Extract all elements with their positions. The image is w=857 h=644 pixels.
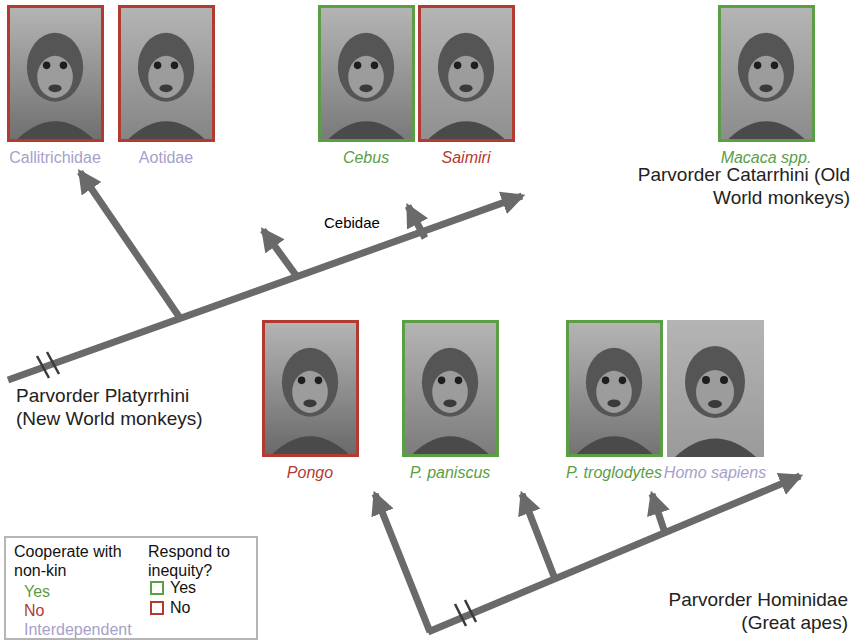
photo-placeholder — [10, 8, 101, 139]
legend-swatch — [150, 601, 164, 615]
taxon-label: P. paniscus — [402, 463, 499, 482]
taxon-label: Callitrichidae — [5, 148, 105, 167]
photo-frame — [402, 320, 499, 457]
species-photo-box: Callitrichidae — [5, 5, 105, 167]
photo-placeholder — [121, 8, 212, 139]
legend-swatch: No — [24, 601, 44, 620]
taxon-label: P. troglodytes — [562, 463, 666, 482]
legend-text: Interdependent — [24, 621, 132, 638]
photo-frame — [7, 5, 104, 142]
parvorder-label: Parvorder Catarrhini (Old World monkeys) — [630, 163, 850, 209]
photo-placeholder — [667, 320, 764, 457]
branch — [408, 206, 425, 238]
photo-frame — [667, 320, 764, 457]
branch — [263, 230, 298, 278]
taxon-label: Pongo — [262, 463, 359, 482]
photo-placeholder — [265, 323, 356, 454]
species-photo-box: Saimiri — [418, 5, 515, 167]
legend-text: Yes — [24, 583, 50, 600]
break-mark — [465, 600, 476, 622]
photo-frame — [418, 5, 515, 142]
legend-swatch: Interdependent — [24, 620, 132, 639]
legend-text: No — [24, 602, 44, 619]
photo-placeholder — [321, 8, 412, 139]
legend-heading: Cooperate with non-kin — [14, 542, 144, 580]
parvorder-label: Parvorder Hominidae (Great apes) — [622, 588, 848, 634]
taxon-label: Aotidae — [118, 148, 215, 167]
photo-placeholder — [405, 323, 496, 454]
legend-heading: Respond to inequity? — [148, 542, 253, 580]
legend-text: No — [170, 598, 190, 617]
species-photo-box: Macaca spp. — [717, 5, 816, 167]
branch — [522, 494, 555, 579]
photo-frame — [118, 5, 215, 142]
legend-text: Yes — [170, 578, 196, 597]
branch — [375, 494, 430, 632]
photo-placeholder — [569, 323, 660, 454]
branch — [652, 494, 665, 533]
photo-frame — [566, 320, 663, 457]
photo-frame — [318, 5, 415, 142]
taxon-label: Saimiri — [418, 148, 515, 167]
photo-placeholder — [721, 8, 812, 139]
clade-label: Cebidae — [322, 214, 382, 232]
legend-swatch: Yes — [24, 582, 50, 601]
species-photo-box: Pongo — [262, 320, 359, 482]
taxon-label: Cebus — [318, 148, 415, 167]
break-mark — [47, 352, 59, 374]
species-photo-box: Aotidae — [118, 5, 215, 167]
photo-frame — [262, 320, 359, 457]
species-photo-box: Homo sapiens — [660, 320, 771, 482]
taxon-label: Homo sapiens — [660, 463, 771, 482]
species-photo-box: P. paniscus — [402, 320, 499, 482]
photo-placeholder — [421, 8, 512, 139]
break-mark — [455, 604, 466, 626]
parvorder-label: Parvorder Platyrrhini (New World monkeys… — [16, 384, 231, 430]
branch — [80, 172, 180, 318]
species-photo-box: Cebus — [318, 5, 415, 167]
legend-swatch — [150, 581, 164, 595]
break-mark — [37, 356, 49, 378]
photo-frame — [718, 5, 815, 142]
species-photo-box: P. troglodytes — [562, 320, 666, 482]
